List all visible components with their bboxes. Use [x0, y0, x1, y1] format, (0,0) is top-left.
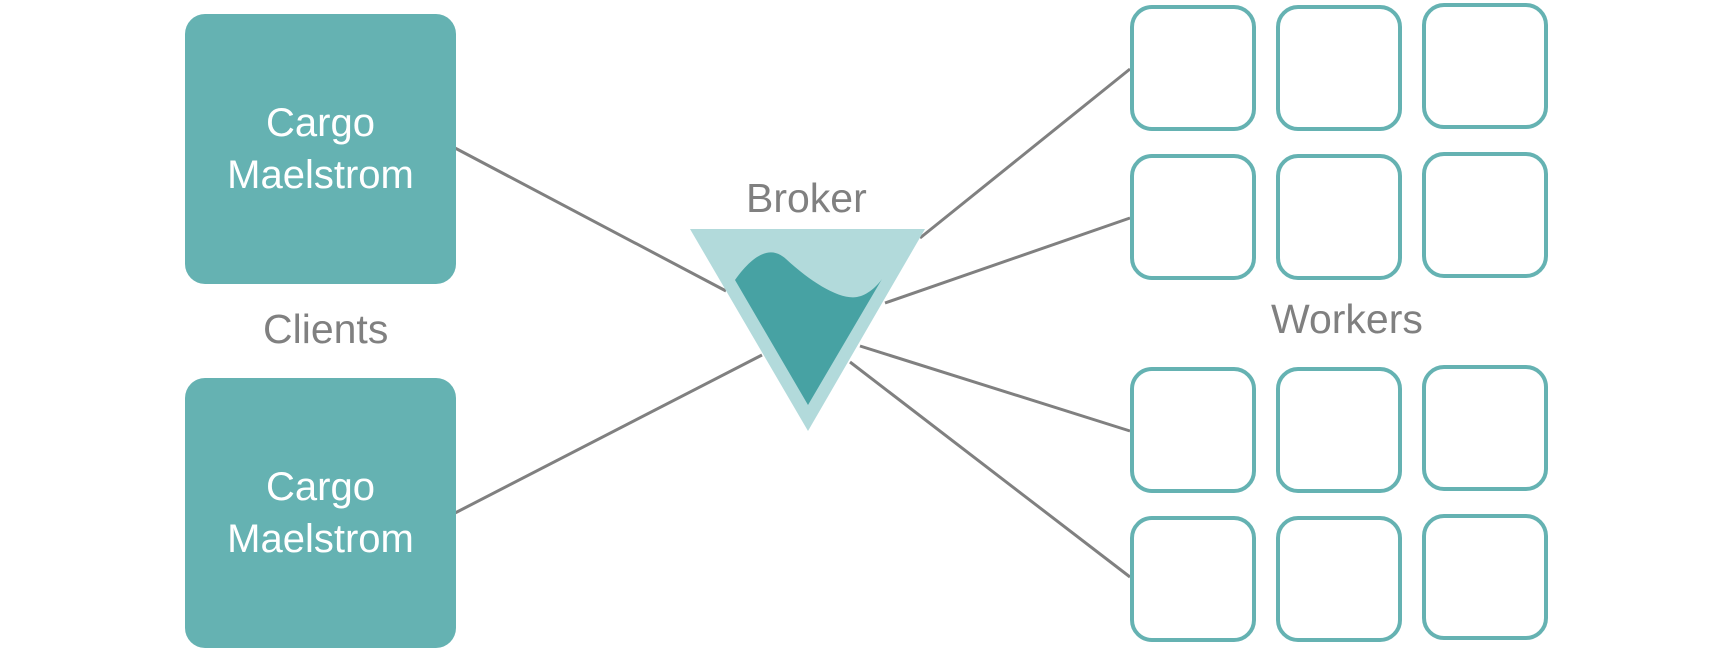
connector-worker-3	[859, 344, 1131, 433]
client-box: Cargo Maelstrom	[185, 14, 456, 284]
broker-label: Broker	[746, 175, 867, 221]
client-box-title-line1: Cargo	[266, 465, 375, 509]
client-box-title-line2: Maelstrom	[227, 153, 414, 197]
connector-worker-2	[884, 216, 1131, 305]
worker-node	[1130, 154, 1256, 280]
connector-worker-4	[849, 360, 1131, 579]
worker-node	[1276, 5, 1402, 131]
clients-label: Clients	[263, 306, 389, 352]
workers-label: Workers	[1271, 296, 1423, 342]
worker-node	[1276, 154, 1402, 280]
broker-wave-shape	[735, 252, 882, 405]
connector-client-2	[454, 353, 763, 515]
worker-node	[1130, 516, 1256, 642]
worker-node	[1422, 3, 1548, 129]
worker-node	[1422, 514, 1548, 640]
broker-triangle-icon	[690, 229, 925, 431]
worker-node	[1422, 365, 1548, 491]
worker-node	[1276, 367, 1402, 493]
worker-node	[1130, 5, 1256, 131]
worker-node	[1276, 516, 1402, 642]
client-box-title-line1: Cargo	[266, 101, 375, 145]
connector-client-1	[454, 146, 727, 293]
worker-node	[1130, 367, 1256, 493]
client-box: Cargo Maelstrom	[185, 378, 456, 648]
worker-node	[1422, 152, 1548, 278]
client-box-title-line2: Maelstrom	[227, 517, 414, 561]
connector-worker-1	[919, 67, 1131, 240]
